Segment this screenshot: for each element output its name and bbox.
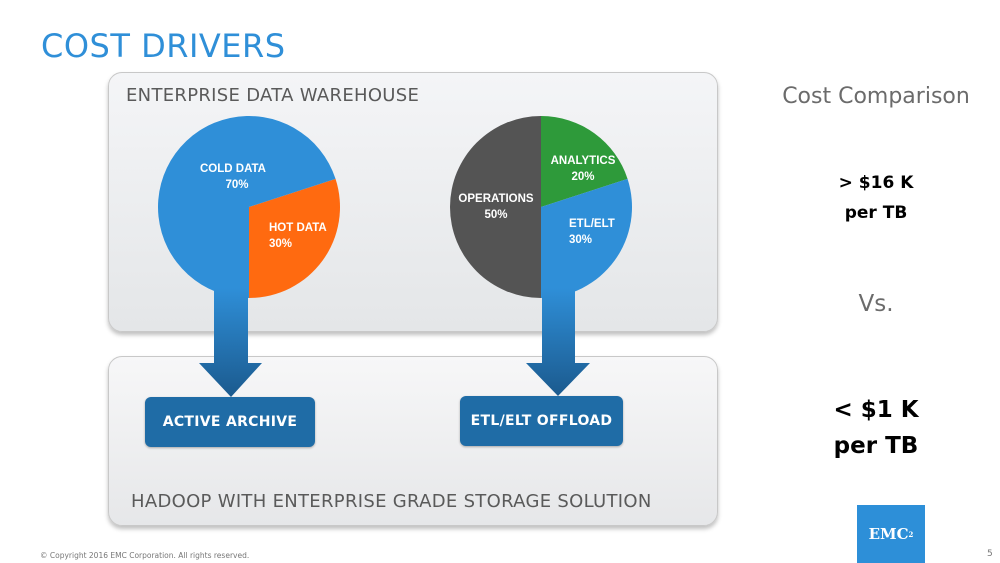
active-archive-box: ACTIVE ARCHIVE bbox=[145, 397, 315, 447]
versus-label: Vs. bbox=[858, 291, 894, 317]
edw-cost: > $16 K per TB bbox=[796, 168, 956, 228]
hadoop-cost-value: < $1 K bbox=[833, 397, 919, 423]
logo-text: EMC bbox=[868, 525, 909, 543]
cost-comparison-heading: Cost Comparison bbox=[782, 84, 970, 109]
hadoop-cost-unit: per TB bbox=[833, 433, 919, 459]
enterprise-data-warehouse-panel: ENTERPRISE DATA WAREHOUSE bbox=[108, 72, 718, 332]
page-number: 5 bbox=[987, 549, 993, 559]
logo-superscript: 2 bbox=[908, 529, 914, 539]
etl-elt-offload-box: ETL/ELT OFFLOAD bbox=[460, 396, 623, 446]
hadoop-panel-label: HADOOP WITH ENTERPRISE GRADE STORAGE SOL… bbox=[131, 491, 652, 512]
edw-cost-value: > $16 K bbox=[838, 173, 914, 193]
edw-cost-unit: per TB bbox=[844, 203, 908, 223]
copyright-footer: © Copyright 2016 EMC Corporation. All ri… bbox=[40, 551, 250, 560]
slide-title: COST DRIVERS bbox=[41, 27, 286, 65]
edw-panel-label: ENTERPRISE DATA WAREHOUSE bbox=[126, 85, 420, 106]
hadoop-cost: < $1 K per TB bbox=[796, 392, 956, 464]
